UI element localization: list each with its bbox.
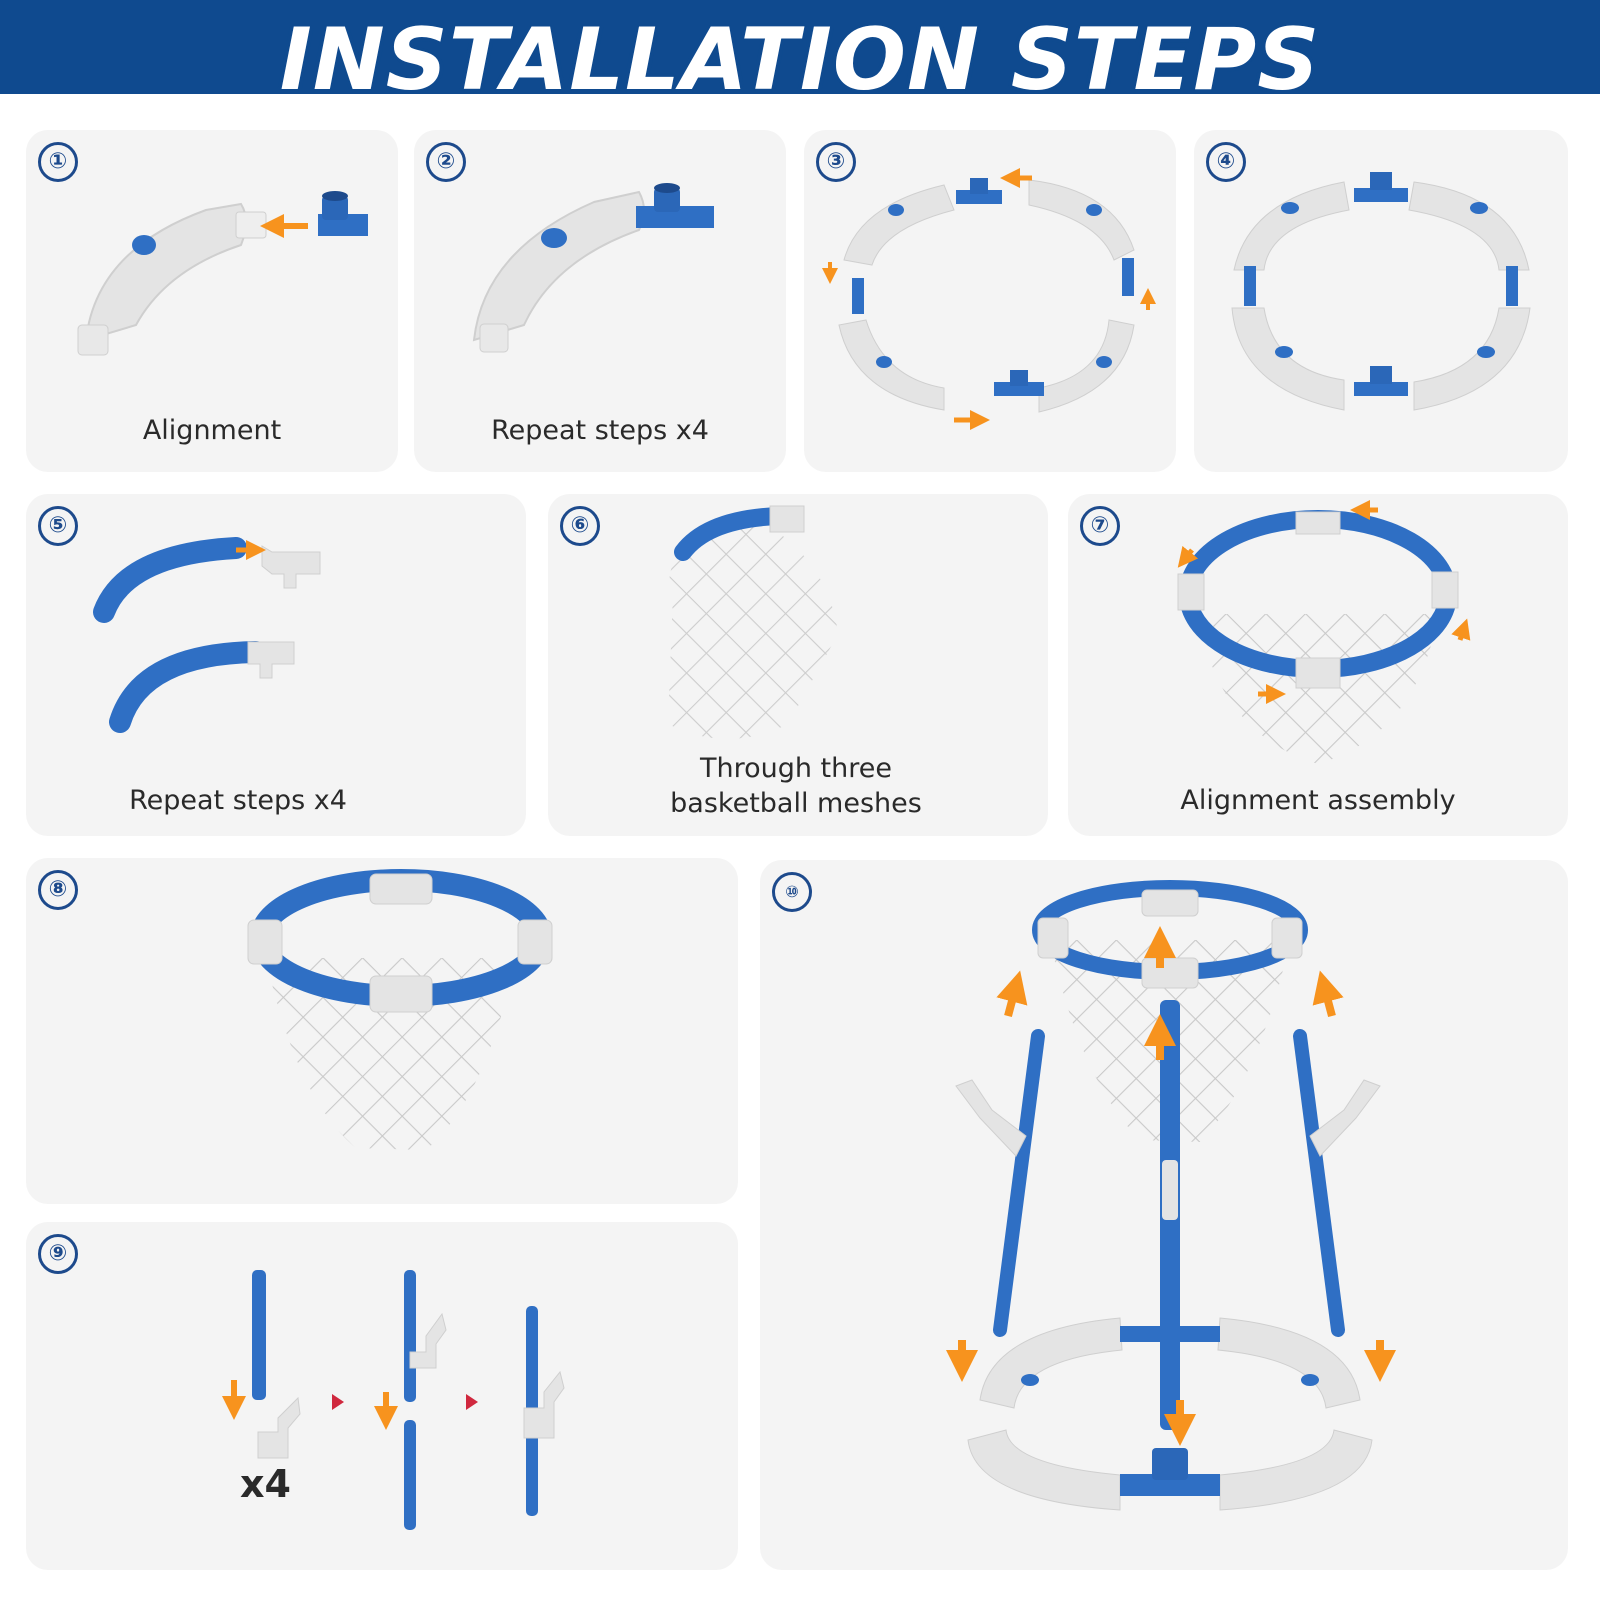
step-caption: Repeat steps x4 xyxy=(491,415,709,446)
multiplier-label: x4 xyxy=(240,1462,291,1506)
step-2-panel: ② Repeat steps x4 xyxy=(414,130,786,472)
step-6-illustration xyxy=(668,505,838,739)
step-10-panel: ⑩ xyxy=(760,860,1568,1570)
step-4-illustration xyxy=(1231,172,1531,411)
step-1-panel: ① Alignment xyxy=(26,130,398,472)
step-caption: Alignment assembly xyxy=(1180,785,1456,816)
step-caption: Alignment xyxy=(142,415,282,446)
step-number: ⑤ xyxy=(38,506,78,546)
step-8-panel: ⑧ xyxy=(26,858,738,1204)
step-7-panel: ⑦ Alignment assembly xyxy=(1068,494,1568,836)
step-number: ⑩ xyxy=(772,872,812,912)
step-caption-line1: Through three xyxy=(699,753,892,784)
step-number: ⑦ xyxy=(1080,506,1120,546)
step-1-illustration xyxy=(77,191,368,356)
step-number: ⑨ xyxy=(38,1234,78,1274)
step-5-panel: ⑤ Repeat steps x4 xyxy=(26,494,526,836)
step-caption-line2: basketball meshes xyxy=(670,788,922,819)
step-10-illustration xyxy=(946,880,1396,1511)
step-number: ② xyxy=(426,142,466,182)
step-number: ⑥ xyxy=(560,506,600,546)
step-number: ③ xyxy=(816,142,856,182)
step-7-illustration xyxy=(1177,500,1471,764)
step-number: ⑧ xyxy=(38,870,78,910)
step-caption: Repeat steps x4 xyxy=(129,785,347,816)
header-banner xyxy=(0,0,1600,94)
step-number: ④ xyxy=(1206,142,1246,182)
step-5-illustration xyxy=(93,537,321,733)
step-4-panel: ④ xyxy=(1194,130,1568,472)
step-3-panel: ③ xyxy=(804,130,1176,472)
step-8-illustration xyxy=(247,869,553,1150)
step-6-panel: ⑥ Through three basketball meshes xyxy=(548,494,1048,836)
page-title: INSTALLATION STEPS xyxy=(278,10,1321,110)
step-9-illustration xyxy=(222,1270,565,1530)
step-3-illustration xyxy=(822,168,1156,430)
step-2-illustration xyxy=(472,183,714,353)
step-number: ① xyxy=(38,142,78,182)
step-9-panel: ⑨ x4 xyxy=(26,1222,738,1570)
